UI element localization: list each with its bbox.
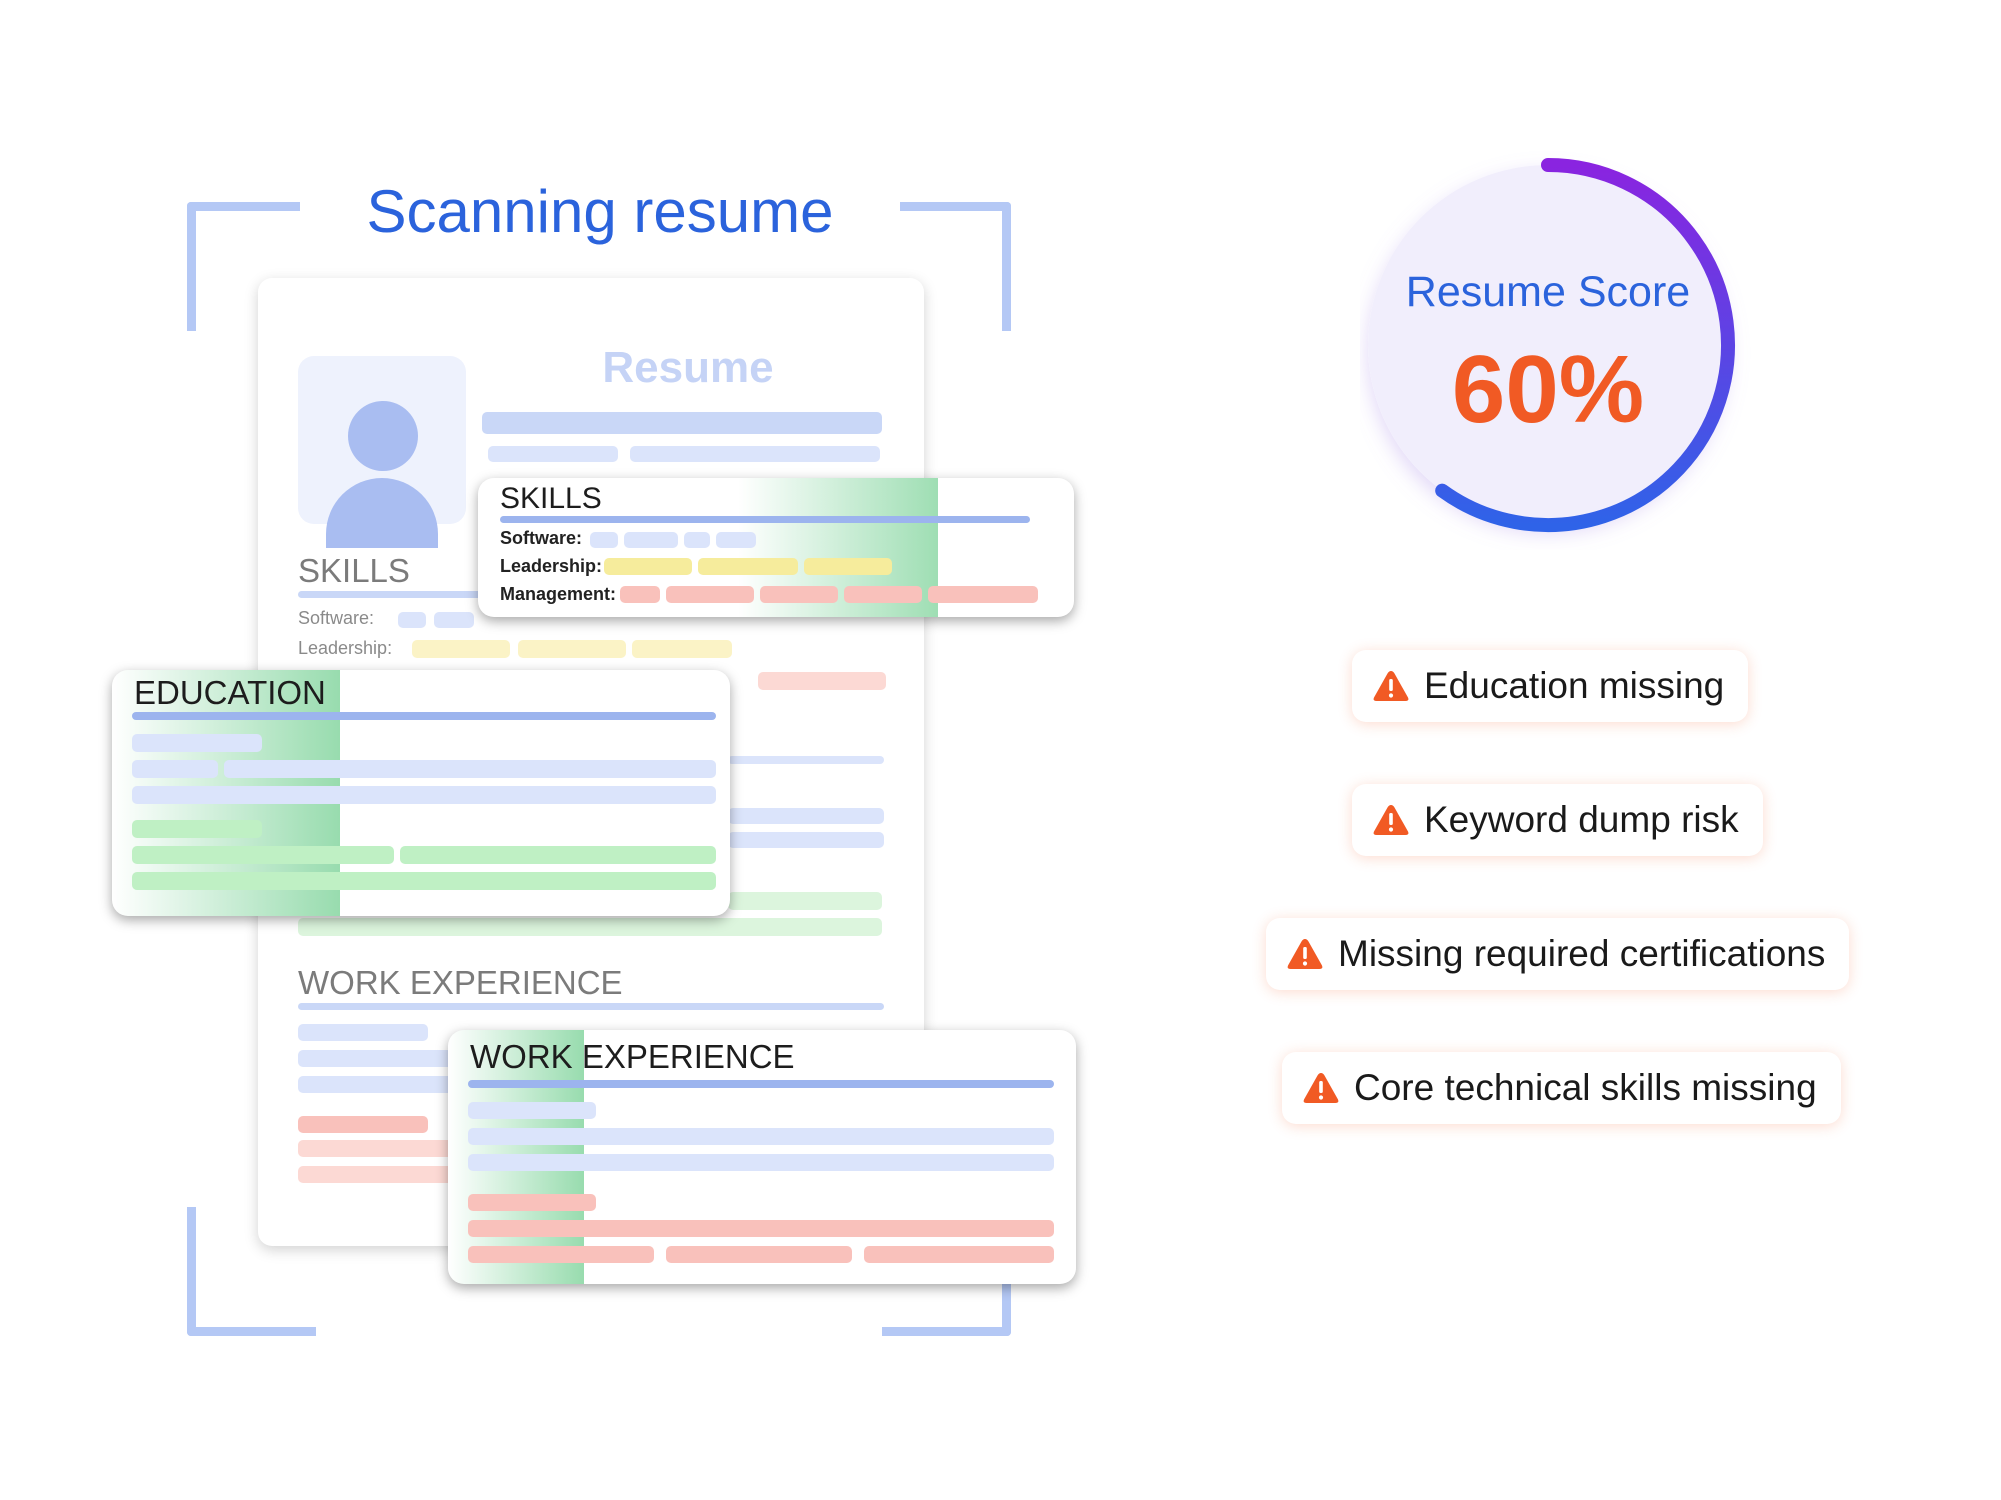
skill-bar bbox=[684, 532, 710, 548]
resume-leadership-label: Leadership: bbox=[298, 638, 393, 658]
skill-bar bbox=[760, 586, 838, 603]
warning-text: Core technical skills missing bbox=[1354, 1067, 1817, 1108]
resume-contact-bar bbox=[488, 446, 618, 462]
resume-name-bar bbox=[482, 412, 882, 434]
education-bar bbox=[132, 786, 716, 804]
skill-bar bbox=[434, 612, 474, 628]
warning-text: Keyword dump risk bbox=[1424, 799, 1739, 840]
education-bar bbox=[728, 832, 884, 848]
education-line bbox=[728, 756, 884, 764]
warning-chip-education-missing: Education missing bbox=[1352, 650, 1749, 722]
resume-work-heading: WORK EXPERIENCE bbox=[298, 964, 623, 1001]
skills-card-title: SKILLS bbox=[500, 482, 602, 515]
scan-frame-corner-top-left bbox=[187, 202, 316, 331]
work-bar bbox=[468, 1128, 1054, 1145]
work-bar bbox=[468, 1102, 596, 1119]
work-card-line bbox=[468, 1080, 1054, 1088]
skill-bar bbox=[632, 640, 732, 658]
work-bar bbox=[666, 1246, 852, 1263]
skill-bar bbox=[844, 586, 922, 603]
skills-card-line bbox=[500, 516, 1030, 523]
avatar-body-shape bbox=[326, 478, 438, 548]
work-bar bbox=[864, 1246, 1054, 1263]
resume-title: Resume bbox=[602, 343, 774, 392]
skill-bar bbox=[412, 640, 510, 658]
skill-bar bbox=[716, 532, 756, 548]
score-ring-background bbox=[1368, 165, 1728, 525]
warning-chip-keyword-dump-risk: Keyword dump risk bbox=[1352, 784, 1763, 856]
scan-title: Scanning resume bbox=[300, 172, 900, 252]
education-bar bbox=[132, 760, 218, 778]
resume-contact-bar bbox=[630, 446, 880, 462]
education-card-line bbox=[132, 712, 716, 720]
education-bar bbox=[132, 872, 716, 890]
education-bar bbox=[728, 808, 884, 824]
work-bar bbox=[468, 1194, 596, 1211]
skill-bar bbox=[620, 586, 660, 603]
work-bar bbox=[468, 1220, 1054, 1237]
scan-frame-corner-top-right bbox=[882, 202, 1011, 331]
education-card-title: EDUCATION bbox=[134, 674, 326, 711]
skill-bar bbox=[624, 532, 678, 548]
resume-work-line bbox=[298, 1003, 884, 1010]
scan-frame-corner-bottom-left bbox=[187, 1207, 316, 1336]
work-bar bbox=[298, 1140, 458, 1157]
resume-skills-line bbox=[298, 591, 518, 598]
education-bar bbox=[132, 734, 262, 752]
work-bar bbox=[298, 1024, 428, 1041]
warning-chip-missing-certifications: Missing required certifications bbox=[1266, 918, 1850, 990]
education-bar bbox=[400, 846, 716, 864]
avatar-head-shape bbox=[348, 401, 418, 471]
education-bar bbox=[728, 892, 882, 910]
score-ring-progress-arc bbox=[1435, 158, 1735, 532]
warning-icon bbox=[1373, 671, 1409, 701]
skill-bar bbox=[604, 558, 692, 575]
work-bar bbox=[468, 1154, 1054, 1171]
work-bar bbox=[298, 1076, 458, 1093]
education-bar bbox=[132, 846, 394, 864]
score-label: Resume Score bbox=[1405, 268, 1691, 316]
warning-icon bbox=[1287, 939, 1323, 969]
education-zoom-card: EDUCATION bbox=[112, 670, 730, 916]
education-bar bbox=[298, 918, 882, 936]
skill-bar bbox=[590, 532, 618, 548]
skills-zoom-card: SKILLS Software: Leadership: Management: bbox=[478, 478, 1074, 617]
education-bar bbox=[224, 760, 716, 778]
warning-icon bbox=[1373, 805, 1409, 835]
resume-skills-heading: SKILLS bbox=[298, 552, 410, 589]
avatar bbox=[298, 356, 466, 548]
skills-card-software-label: Software: bbox=[500, 528, 583, 548]
work-experience-zoom-card: WORK EXPERIENCE bbox=[448, 1030, 1076, 1284]
work-card-title: WORK EXPERIENCE bbox=[470, 1038, 795, 1075]
work-bar bbox=[468, 1246, 654, 1263]
resume-software-label: Software: bbox=[298, 608, 375, 628]
skill-bar bbox=[768, 672, 886, 690]
skills-card-management-label: Management: bbox=[500, 584, 617, 604]
warning-chip-core-skills-missing: Core technical skills missing bbox=[1282, 1052, 1841, 1124]
work-bar bbox=[298, 1166, 458, 1183]
warning-text: Missing required certifications bbox=[1338, 933, 1826, 974]
education-bar bbox=[132, 820, 262, 838]
skill-bar bbox=[398, 612, 426, 628]
warning-text: Education missing bbox=[1424, 665, 1725, 706]
skill-bar bbox=[804, 558, 892, 575]
skills-card-leadership-label: Leadership: bbox=[500, 556, 603, 576]
work-bar bbox=[298, 1116, 428, 1133]
score-value: 60% bbox=[1451, 336, 1645, 443]
work-bar bbox=[298, 1050, 458, 1067]
warning-icon bbox=[1303, 1073, 1339, 1103]
score-ring bbox=[1368, 158, 1735, 532]
skill-bar bbox=[698, 558, 798, 575]
skill-bar bbox=[928, 586, 1038, 603]
skill-bar bbox=[518, 640, 626, 658]
skill-bar bbox=[666, 586, 754, 603]
